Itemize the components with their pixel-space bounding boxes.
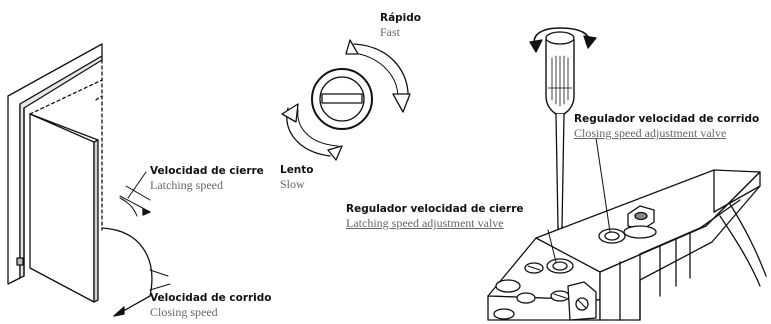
fast-label-en: Fast (380, 25, 401, 39)
slow-label-en: Slow (280, 177, 305, 191)
latching-speed-valve (546, 258, 574, 274)
fast-direction-arrow (353, 43, 409, 101)
closing-valve-label-en: Closing speed adjustment valve (574, 126, 727, 140)
screwdriver (529, 27, 597, 263)
closing-valve-label: Regulador velocidad de corrido (574, 113, 760, 125)
screwdriver-shaft (555, 113, 565, 229)
door-closer-body (487, 137, 767, 321)
closing-speed-label-en: Closing speed (150, 305, 218, 319)
closing-speed-valve (598, 228, 626, 244)
speed-direction-symbol (281, 39, 411, 161)
latching-speed-label: Velocidad de cierre (150, 165, 264, 177)
fast-label: Rápido (380, 12, 422, 24)
latching-speed-label-en: Latching speed (150, 178, 223, 192)
latching-valve-label-en: Latching speed adjustment valve (346, 216, 504, 230)
valve-screw-head (311, 68, 373, 130)
closing-speed-arc (101, 227, 153, 297)
slow-label: Lento (280, 164, 314, 176)
latching-valve-label: Regulador velocidad de cierre (346, 203, 524, 215)
door-slab (29, 113, 95, 303)
closing-speed-label: Velocidad de corrido (150, 292, 272, 304)
door-illustration (7, 43, 171, 317)
